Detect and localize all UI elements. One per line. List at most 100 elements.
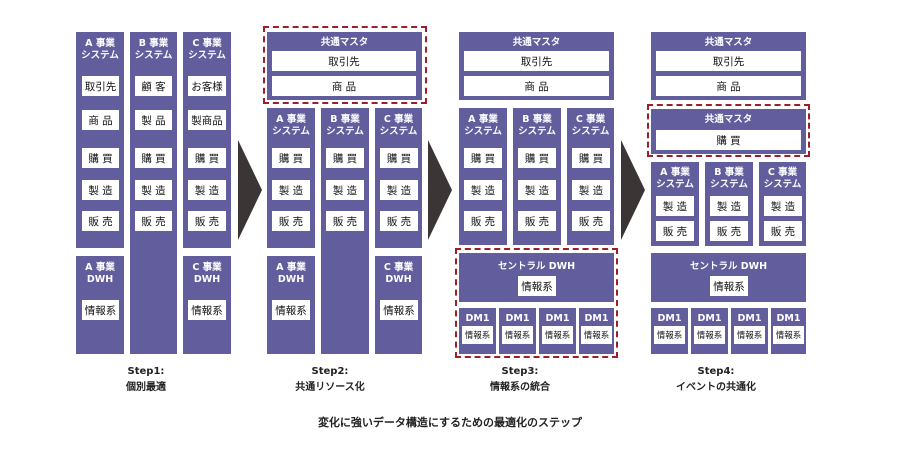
item-torihiki: 取引先	[464, 51, 609, 71]
dm-label: DM1	[657, 313, 682, 324]
item-seishohin: 製商品	[188, 110, 226, 130]
common-master-label: 共通マスタ	[704, 37, 753, 48]
a-system-label: A 事業 システム	[81, 38, 119, 61]
item-torihiki: 取引先	[272, 51, 416, 71]
a-dwh-label: A 事業 DWH	[276, 262, 306, 285]
a-system-label: A 事業 システム	[272, 114, 310, 137]
item-kobai: 購 買	[188, 148, 226, 168]
item-kobai: 購 買	[326, 148, 364, 168]
item-seihin: 製 品	[135, 110, 172, 130]
step-label: Step1:	[127, 366, 165, 377]
step2-caption: Step2: 共通リソース化	[250, 364, 410, 396]
item-info: 情報系	[773, 326, 804, 344]
c-dwh-label: C 事業 DWH	[192, 262, 222, 285]
item-info: 情報系	[694, 326, 725, 344]
item-seizo: 製 造	[764, 196, 802, 216]
item-torihiki: 取引先	[656, 51, 801, 71]
item-hanbai: 販 売	[710, 221, 748, 241]
arrow-right-icon	[238, 140, 262, 240]
step1-caption: Step1: 個別最適	[66, 364, 226, 396]
a-system-label: A 事業 システム	[464, 114, 502, 137]
c-system-label: C 事業 システム	[763, 167, 802, 190]
item-torihiki: 取引先	[82, 76, 119, 96]
a-dwh-label: A 事業 DWH	[85, 262, 115, 285]
item-seizo: 製 造	[135, 180, 172, 200]
step-label: Step4:	[697, 366, 735, 377]
item-kobai: 購 買	[82, 148, 119, 168]
central-dwh-label: セントラル DWH	[689, 261, 768, 272]
item-hanbai: 販 売	[272, 211, 310, 231]
item-info: 情報系	[272, 300, 310, 320]
item-hanbai: 販 売	[656, 221, 694, 241]
c-system-label: C 事業 システム	[571, 114, 610, 137]
highlight-dashed-box	[263, 26, 427, 104]
arrow-right-icon	[428, 140, 452, 240]
item-info: 情報系	[462, 326, 493, 344]
item-kobai: 購 買	[656, 130, 801, 150]
item-seizo: 製 造	[188, 180, 226, 200]
step3-caption: Step3: 情報系の統合	[440, 364, 600, 396]
item-hanbai: 販 売	[380, 211, 418, 231]
item-info: 情報系	[82, 300, 119, 320]
common-master-label: 共通マスタ	[704, 114, 753, 125]
step2-b-system	[321, 108, 369, 354]
item-info: 情報系	[380, 300, 418, 320]
item-info: 情報系	[188, 300, 226, 320]
highlight-dashed-box	[647, 104, 810, 157]
item-seizo: 製 造	[572, 180, 610, 200]
dm-label: DM1	[697, 313, 722, 324]
highlight-dashed-box	[455, 248, 618, 358]
item-okyaku: お客様	[188, 76, 226, 96]
step-sub: 共通リソース化	[295, 382, 365, 393]
a-system-label: A 事業 システム	[656, 167, 694, 190]
arrow-right-icon	[621, 140, 645, 240]
dm-label: DM1	[465, 313, 490, 324]
central-dwh-label: セントラル DWH	[497, 261, 576, 272]
step-sub: 個別最適	[126, 382, 166, 393]
dm-label: DM1	[505, 313, 530, 324]
item-hanbai: 販 売	[518, 211, 556, 231]
step-sub: 情報系の統合	[490, 382, 550, 393]
item-kobai: 購 買	[464, 148, 502, 168]
c-system-label: C 事業 システム	[188, 38, 226, 61]
item-seizo: 製 造	[518, 180, 556, 200]
item-seizo: 製 造	[656, 196, 694, 216]
item-seizo: 製 造	[710, 196, 748, 216]
item-seizo: 製 造	[326, 180, 364, 200]
common-master-label: 共通マスタ	[512, 37, 561, 48]
item-kobai: 購 買	[135, 148, 172, 168]
item-seizo: 製 造	[464, 180, 502, 200]
b-system-label: B 事業 システム	[134, 38, 173, 61]
item-kokyaku: 顧 客	[135, 76, 172, 96]
item-kobai: 購 買	[572, 148, 610, 168]
common-master-label: 共通マスタ	[320, 37, 369, 48]
item-hanbai: 販 売	[326, 211, 364, 231]
step4-caption: Step4: イベントの共通化	[636, 364, 796, 396]
dm-label: DM1	[776, 313, 801, 324]
item-shohin: 商 品	[272, 76, 416, 96]
step-label: Step2:	[311, 366, 349, 377]
item-info: 情報系	[502, 326, 533, 344]
b-system-label: B 事業 システム	[326, 114, 364, 137]
item-info: 情報系	[734, 326, 765, 344]
item-info: 情報系	[518, 276, 556, 296]
dm-label: DM1	[584, 313, 609, 324]
item-hanbai: 販 売	[464, 211, 502, 231]
item-info: 情報系	[542, 326, 573, 344]
diagram-title: 変化に強いデータ構造にするための最適化のステップ	[317, 416, 583, 429]
item-seizo: 製 造	[82, 180, 119, 200]
item-hanbai: 販 売	[764, 221, 802, 241]
c-system-label: C 事業 システム	[379, 114, 418, 137]
item-kobai: 購 買	[518, 148, 556, 168]
item-info: 情報系	[581, 326, 612, 344]
dm-label: DM1	[737, 313, 762, 324]
step-sub: イベントの共通化	[676, 382, 756, 393]
item-seizo: 製 造	[380, 180, 418, 200]
item-hanbai: 販 売	[82, 211, 119, 231]
item-kobai: 購 買	[272, 148, 310, 168]
step-label: Step3:	[501, 366, 539, 377]
item-shohin: 商 品	[82, 110, 119, 130]
item-shohin: 商 品	[656, 76, 801, 96]
item-kobai: 購 買	[380, 148, 418, 168]
